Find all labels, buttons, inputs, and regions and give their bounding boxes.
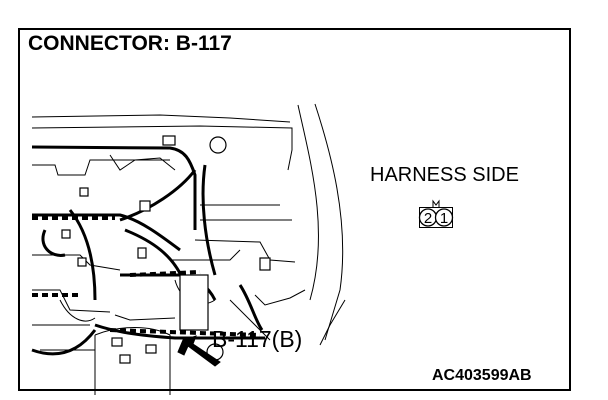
connector-face-icon: 2 1 [418,199,454,228]
connector-callout-label: B-117(B) [212,326,303,352]
diagram-frame [18,28,571,391]
harness-side-label: HARNESS SIDE [370,164,519,186]
connector-lock-icon [432,199,440,207]
pin-1-circle [434,208,454,227]
pin-2-label: 2 [424,210,432,227]
connector-title: CONNECTOR: B-117 [28,32,232,55]
pin-1-label: 1 [440,210,448,227]
arrow-pointer-icon [177,335,221,367]
figure-code: AC403599AB [432,367,532,384]
